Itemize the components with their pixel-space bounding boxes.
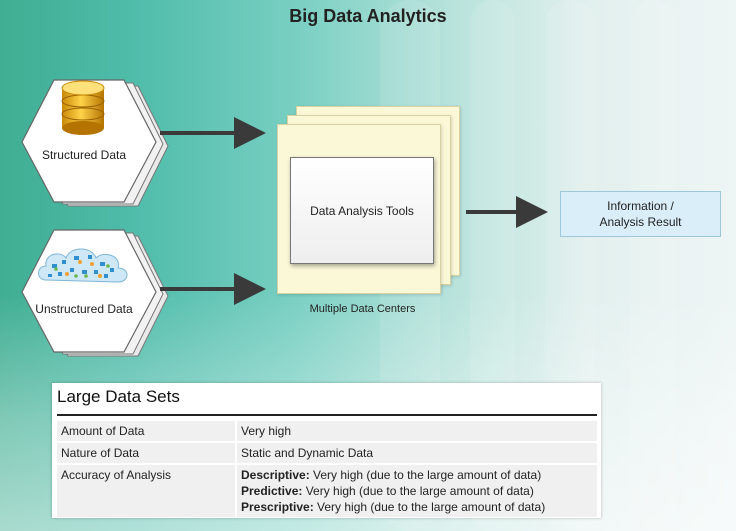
accuracy-item: Prescriptive: Very high (due to the larg… [241, 499, 593, 515]
table-row: Nature of Data Static and Dynamic Data [57, 443, 597, 463]
row-value: Static and Dynamic Data [237, 443, 597, 463]
database-icon [61, 80, 105, 135]
row-value: Descriptive: Very high (due to the large… [237, 465, 597, 517]
accuracy-text: Very high (due to the large amount of da… [309, 468, 542, 482]
row-value: Very high [237, 421, 597, 441]
result-line-1: Information / [607, 199, 674, 213]
cloud-network-icon [38, 248, 128, 283]
accuracy-term: Prescriptive: [241, 500, 314, 514]
accuracy-item: Descriptive: Very high (due to the large… [241, 467, 593, 483]
accuracy-term: Predictive: [241, 484, 303, 498]
data-analysis-tools-box: Data Analysis Tools [290, 157, 434, 264]
large-data-sets-table: Large Data Sets Amount of Data Very high… [52, 383, 601, 518]
structured-data-hexagon [21, 79, 169, 207]
accuracy-text: Very high (due to the large amount of da… [302, 484, 534, 498]
table-row: Accuracy of Analysis Descriptive: Very h… [57, 465, 597, 517]
row-key: Amount of Data [57, 421, 237, 441]
table-title: Large Data Sets [57, 387, 180, 406]
background-stripe [630, 0, 675, 531]
accuracy-term: Descriptive: [241, 468, 310, 482]
analysis-result-box: Information / Analysis Result [560, 191, 721, 237]
result-line-2: Analysis Result [599, 215, 682, 229]
datacenters-caption: Multiple Data Centers [309, 303, 416, 315]
unstructured-data-label: Unstructured Data [35, 302, 133, 316]
table-row: Amount of Data Very high [57, 421, 597, 441]
row-key: Nature of Data [57, 443, 237, 463]
accuracy-item: Predictive: Very high (due to the large … [241, 483, 593, 499]
structured-data-label: Structured Data [41, 148, 127, 162]
table-body: Amount of Data Very high Nature of Data … [57, 419, 597, 519]
row-key: Accuracy of Analysis [57, 465, 237, 517]
table-divider [57, 414, 597, 416]
accuracy-text: Very high (due to the large amount of da… [313, 500, 546, 514]
diagram-title: Big Data Analytics [289, 6, 447, 26]
